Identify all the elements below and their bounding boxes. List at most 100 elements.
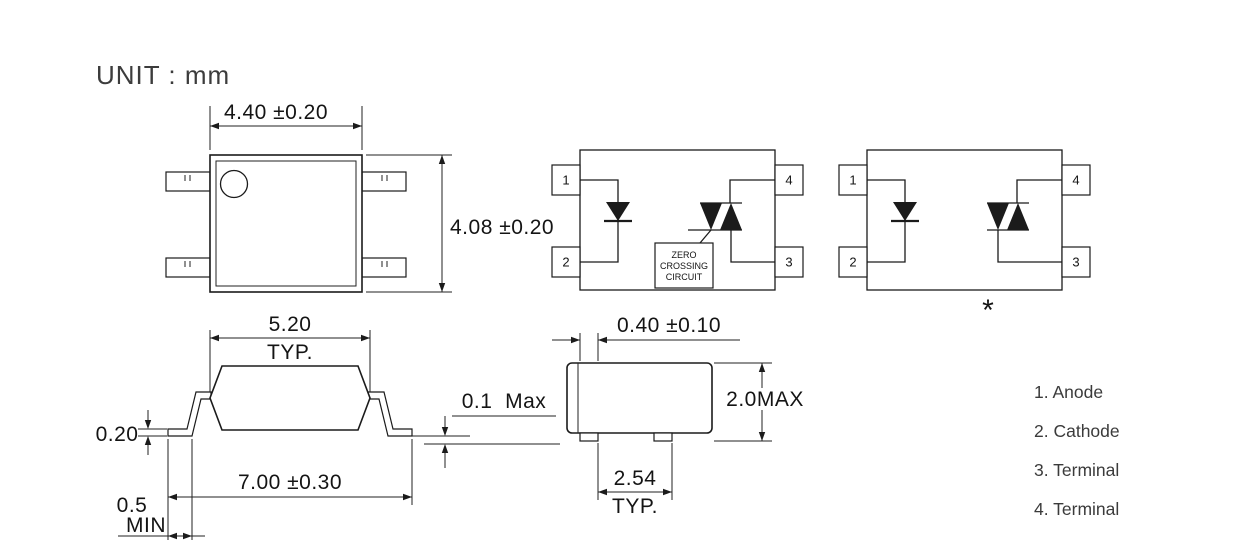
arrow-up xyxy=(438,155,446,164)
pin-box-4 xyxy=(774,164,804,196)
lead-bottom-right xyxy=(361,257,407,278)
standoff-dimension: 0.1 Max xyxy=(412,390,560,468)
ext-lines xyxy=(597,443,673,500)
unit-label: UNIT : mm xyxy=(96,60,231,90)
arrow-left xyxy=(168,493,177,501)
triac-bottom-wire xyxy=(997,230,1062,263)
pin1-indicator-circle xyxy=(219,169,249,199)
side-view: 5.20 TYP. 0.20 7.00 ±0.30 xyxy=(96,313,560,540)
led-triangle xyxy=(606,202,630,221)
pin-1-label: 1 xyxy=(562,173,569,188)
triac-symbol xyxy=(987,179,1062,263)
pin-legend: 1. Anode 2. Cathode 3. Terminal 4. Termi… xyxy=(1034,380,1120,522)
arrow-left xyxy=(210,334,219,342)
height-dim-label: 4.08 ±0.20 xyxy=(450,216,554,239)
overall-width-label: 7.00 ±0.30 xyxy=(238,471,342,494)
schematic-with-zero-crossing: 1 2 4 3 ZERO CROSSIN xyxy=(551,149,804,291)
schematic-body xyxy=(866,149,1063,291)
lead-width-dimension: 0.40 ±0.10 xyxy=(552,314,740,361)
pin-3-label: 3 xyxy=(1072,255,1079,270)
led-symbol xyxy=(580,179,632,263)
height-max-dimension: 2.0MAX xyxy=(714,362,814,442)
left-foot xyxy=(579,432,599,442)
lead-tick-marks xyxy=(184,175,388,267)
pin-box-2 xyxy=(838,246,868,278)
lead-pitch-label: 2.54 xyxy=(614,467,657,490)
schematic-basic: 1 2 4 3 * xyxy=(838,149,1091,327)
width-dim-label: 4.40 ±0.20 xyxy=(224,101,328,124)
pin-4-label: 4 xyxy=(785,173,792,188)
zc-label-line1: ZERO xyxy=(671,250,696,260)
arrow-left xyxy=(210,122,219,130)
arrow-down xyxy=(441,427,449,436)
pin-2-label: 2 xyxy=(849,255,856,270)
right-gullwing-lead xyxy=(367,391,413,437)
arrow-up xyxy=(758,363,766,372)
zc-box-outline xyxy=(654,242,714,289)
lead-thickness-dimension: 0.20 xyxy=(96,410,167,455)
end-view: 0.40 ±0.10 2.0MAX 2.54 TYP. xyxy=(552,314,814,518)
foot-length-dimension: 0.5 MIN xyxy=(117,439,205,540)
body-width-label: 5.20 xyxy=(269,313,312,336)
ext-lines xyxy=(138,428,167,437)
arrow-left xyxy=(598,336,607,344)
lead-top-right xyxy=(361,171,407,192)
pin-1-label: 1 xyxy=(849,173,856,188)
triac-triangle-down xyxy=(987,203,1009,230)
zc-label-line3: CIRCUIT xyxy=(666,272,703,282)
footnote-asterisk: * xyxy=(982,294,994,327)
body-width-qualifier: TYP. xyxy=(267,341,313,364)
arrow-up xyxy=(144,436,152,445)
arrow-right xyxy=(571,336,580,344)
arrow-down xyxy=(438,283,446,292)
label-backing xyxy=(716,388,814,410)
zc-label-line2: CROSSING xyxy=(660,261,708,271)
triac-top-wire xyxy=(729,179,775,203)
ext-lines xyxy=(209,330,371,392)
pin-box-2 xyxy=(551,246,581,278)
lead-bottom-left xyxy=(165,257,211,278)
legend-item-cathode: 2. Cathode xyxy=(1034,421,1120,441)
foot-length-qualifier: MIN xyxy=(126,514,166,537)
led-symbol xyxy=(867,179,919,263)
foot-length-label: 0.5 xyxy=(117,494,148,517)
arrow-right xyxy=(183,532,192,540)
legend-item-anode: 1. Anode xyxy=(1034,382,1104,402)
arrow-down xyxy=(758,432,766,441)
lead-pitch-qualifier: TYP. xyxy=(612,495,658,518)
standoff-label: 0.1 Max xyxy=(462,390,547,413)
schematic-body xyxy=(579,149,776,291)
pin-2-label: 2 xyxy=(562,255,569,270)
width-dimension: 4.40 ±0.20 xyxy=(209,101,363,150)
lead-top-left xyxy=(165,171,211,192)
pin-3-label: 3 xyxy=(785,255,792,270)
lead-pitch-dimension: 2.54 TYP. xyxy=(597,443,673,518)
arrow-right xyxy=(361,334,370,342)
height-max-label: 2.0MAX xyxy=(726,388,804,411)
left-gullwing-lead xyxy=(167,391,212,437)
ext-lines xyxy=(366,154,452,293)
ext-lines xyxy=(167,439,413,540)
arrow-up xyxy=(441,444,449,453)
triac-triangle-up xyxy=(1007,203,1029,230)
body-end-outline xyxy=(566,362,713,434)
triac-triangle-up xyxy=(720,203,742,230)
arrow-right xyxy=(663,488,672,496)
triac-symbol xyxy=(688,179,775,263)
pin-4-label: 4 xyxy=(1072,173,1079,188)
ext-lines xyxy=(209,106,363,150)
body-width-dimension: 5.20 TYP. xyxy=(209,313,371,392)
arrow-left xyxy=(598,488,607,496)
package-body-outline xyxy=(209,154,363,293)
triac-triangle-down xyxy=(700,203,722,230)
legend-item-terminal-3: 3. Terminal xyxy=(1034,460,1120,480)
lead-thickness-label: 0.20 xyxy=(96,423,139,446)
overall-width-dimension: 7.00 ±0.30 xyxy=(167,439,413,540)
triac-bottom-wire xyxy=(730,230,775,263)
pin-box-1 xyxy=(838,164,868,196)
lead-width-label: 0.40 ±0.10 xyxy=(617,314,721,337)
zero-crossing-box: ZERO CROSSING CIRCUIT xyxy=(654,242,714,289)
triac-gate-wire xyxy=(699,229,712,244)
